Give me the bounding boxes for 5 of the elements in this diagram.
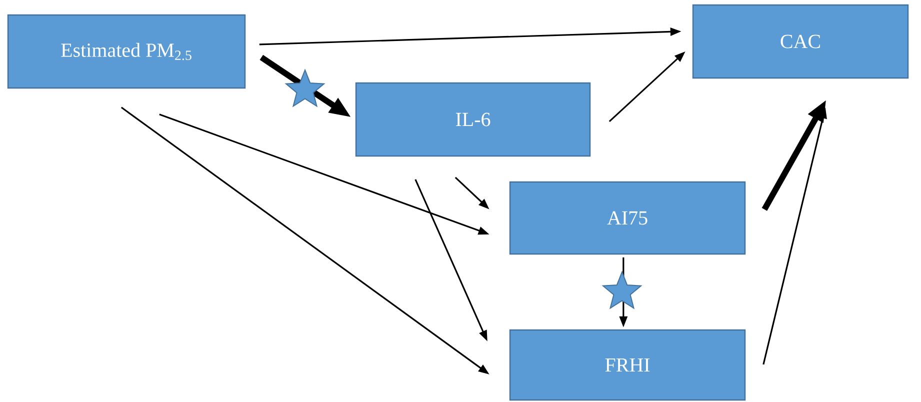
- process-box: AI75: [509, 181, 746, 255]
- process-box: CAC: [692, 4, 909, 79]
- process-box: IL-6: [355, 82, 591, 157]
- process-box: Estimated PM$_{2.5}$: [7, 14, 246, 89]
- process-box: FRHI: [509, 329, 746, 401]
